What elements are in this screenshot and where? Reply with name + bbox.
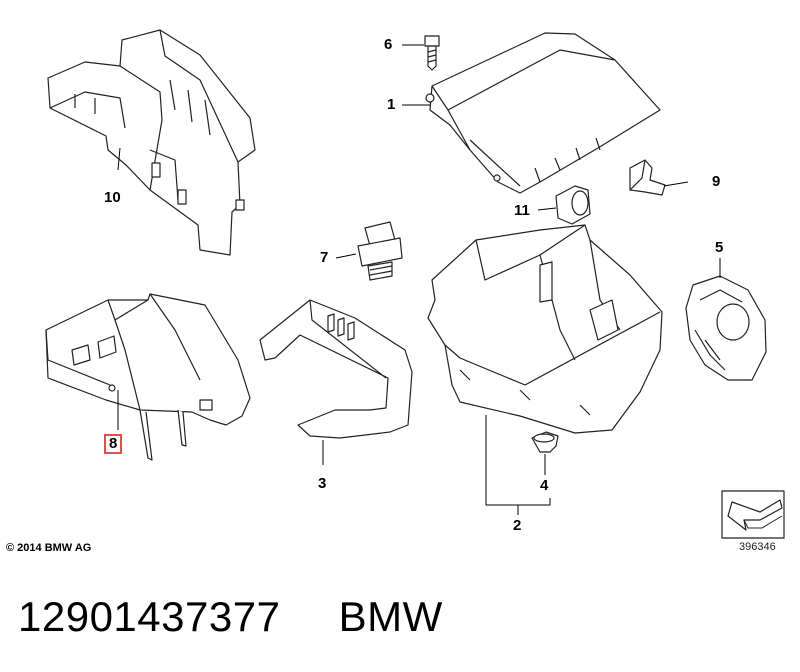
copyright-notice: © 2014 BMW AG	[6, 542, 92, 554]
diagram-reference-number: 396346	[739, 541, 776, 553]
part-2-housing	[427, 224, 663, 434]
part-8-bracket	[45, 293, 251, 461]
part-7-sensor	[357, 221, 403, 281]
part-3-cable-tray	[259, 299, 413, 439]
part-4-grommet	[531, 431, 559, 453]
part-label-5: 5	[715, 239, 724, 256]
part-label-4: 4	[540, 477, 549, 494]
part-label-9: 9	[712, 173, 721, 190]
part-9-connector	[629, 159, 666, 196]
part-10-bracket	[47, 29, 256, 256]
parts-diagram	[45, 29, 785, 539]
part-label-2: 2	[513, 517, 522, 534]
footer: 12901437377 BMW	[18, 592, 443, 642]
part-6-bolt	[424, 35, 440, 71]
brand-name: BMW	[338, 593, 443, 640]
part-5-round-cover	[685, 275, 767, 381]
part-label-10: 10	[104, 189, 121, 206]
leader-lines	[117, 44, 721, 515]
part-label-6: 6	[384, 36, 393, 53]
part-label-1: 1	[387, 96, 396, 113]
part-label-7: 7	[320, 249, 329, 266]
direction-arrow-icon	[721, 490, 785, 539]
part-11-grommet	[555, 185, 591, 225]
part-1-cover	[425, 32, 661, 194]
part-label-11: 11	[514, 202, 530, 219]
part-label-3: 3	[318, 475, 327, 492]
part-number: 12901437377	[18, 593, 281, 640]
part-label-8-highlighted[interactable]: 8	[104, 434, 123, 454]
